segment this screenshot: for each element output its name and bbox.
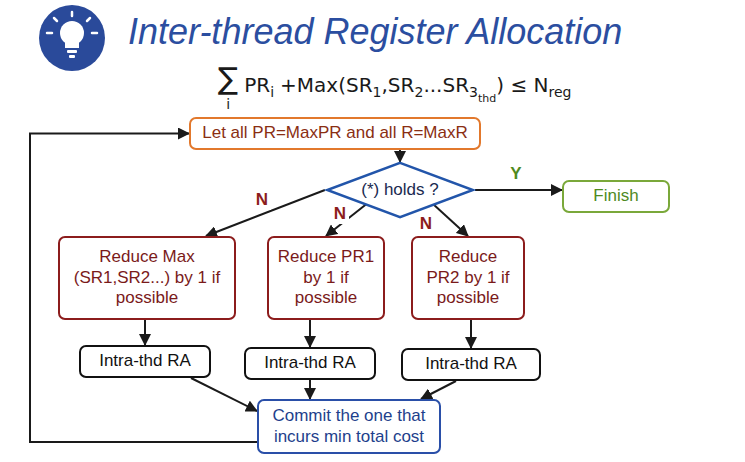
subscript: 3: [469, 84, 478, 100]
node-text-group: Intra-thd RA: [425, 354, 517, 374]
node-text: (*) holds ?: [361, 180, 438, 200]
connector: [30, 134, 257, 443]
title: Inter-thread Register Allocation: [128, 10, 622, 54]
connector: [421, 381, 456, 399]
formula-term: ,SR: [382, 73, 415, 97]
node-text-group: Reduce PR2 by 1 if possible: [421, 247, 515, 308]
node-text-group: Let all PR=MaxPR and all R=MaxR: [202, 123, 468, 143]
node-text: Reduce PR2 by 1 if possible: [421, 247, 515, 308]
connector: [206, 190, 325, 236]
subscript: reg: [549, 84, 572, 100]
process-box: Intra-thd RA: [401, 348, 541, 381]
connector: [309, 380, 311, 399]
process-box: Commit the one that incurs min total cos…: [257, 399, 441, 454]
node-text: Intra-thd RA: [425, 354, 517, 374]
subscript: thd: [478, 92, 496, 105]
formula-term: +Max(SR: [280, 73, 373, 97]
node-text: Reduce PR1 by 1 if possible: [277, 247, 375, 308]
node-text-group: Reduce PR1 by 1 if possible: [277, 247, 375, 308]
node-text: Commit the one that incurs min total cos…: [267, 406, 431, 447]
edge-label: N: [331, 204, 349, 224]
process-box: Intra-thd RA: [79, 345, 211, 378]
terminal-box: Finish: [562, 180, 670, 213]
node-text: Intra-thd RA: [99, 351, 191, 371]
process-box: Intra-thd RA: [244, 347, 376, 380]
connector: [191, 378, 257, 411]
edge-label: Y: [507, 164, 524, 184]
node-text-group: Finish: [593, 186, 638, 206]
sum-index: i: [226, 96, 230, 112]
connector: [309, 320, 311, 347]
subscript: 2: [414, 84, 423, 100]
node-text: Intra-thd RA: [264, 353, 356, 373]
node-text-group: Intra-thd RA: [99, 351, 191, 371]
node-text-group: Commit the one that incurs min total cos…: [267, 406, 431, 447]
formula-term: PR: [244, 73, 270, 97]
sum-sign: ∑: [218, 62, 238, 96]
connector: [475, 189, 562, 191]
process-box: Reduce PR1 by 1 if possible: [267, 236, 385, 320]
edge-label: N: [253, 190, 271, 210]
process-box: Reduce Max (SR1,SR2...) by 1 if possible: [58, 236, 236, 320]
node-text: Finish: [593, 186, 638, 206]
process-box: Reduce PR2 by 1 if possible: [411, 236, 525, 320]
formula-expression: PRi +Max(SR1,SR2...SR3thd) ≤ Nreg: [244, 72, 571, 112]
node-text: Reduce Max (SR1,SR2...) by 1 if possible: [68, 247, 226, 308]
formula-term: ...SR: [423, 73, 469, 97]
subscript: i: [270, 84, 274, 100]
connector: [470, 320, 472, 348]
node-text-group: (*) holds ?: [361, 180, 438, 200]
connector: [326, 201, 370, 236]
connector: [399, 150, 401, 162]
formula: ∑iPRi+Max(SR1,SR2...SR3thd) ≤ Nreg: [218, 62, 571, 112]
sum-symbol: ∑i: [218, 62, 238, 112]
formula-term: ) ≤ N: [496, 73, 548, 97]
edge-label: N: [417, 214, 435, 234]
node-text-group: Reduce Max (SR1,SR2...) by 1 if possible: [68, 247, 226, 308]
node-text: Let all PR=MaxPR and all R=MaxR: [202, 123, 468, 143]
connector: [144, 320, 146, 345]
subscript: 1: [373, 84, 382, 100]
process-box: Let all PR=MaxPR and all R=MaxR: [189, 117, 481, 150]
node-text-group: Intra-thd RA: [264, 353, 356, 373]
connector: [430, 201, 468, 236]
